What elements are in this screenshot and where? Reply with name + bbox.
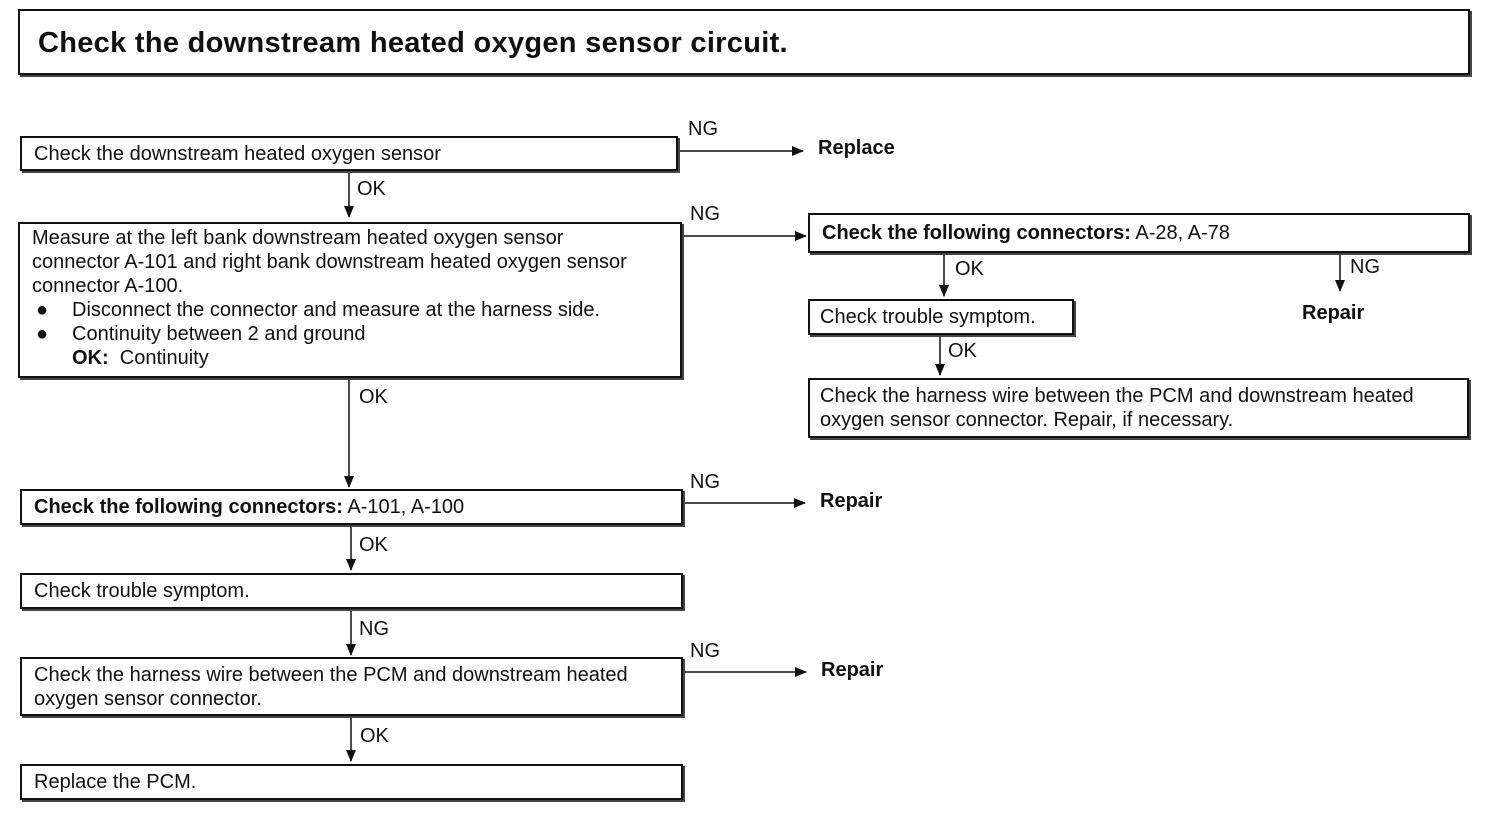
- right-harness-line-1: Check the harness wire between the PCM a…: [820, 385, 1414, 407]
- ng-label: NG: [359, 618, 389, 640]
- title-box: Check the downstream heated oxygen senso…: [18, 9, 1470, 75]
- right-trouble-symptom: Check trouble symptom.: [808, 299, 1074, 335]
- result-repair: Repair: [1302, 302, 1365, 324]
- step-check-sensor: Check the downstream heated oxygen senso…: [20, 136, 678, 171]
- bullet-item: ●Continuity between 2 and ground: [36, 323, 366, 345]
- harness-line-1: Check the harness wire between the PCM a…: [34, 664, 628, 686]
- page-title: Check the downstream heated oxygen senso…: [38, 27, 788, 59]
- right-trouble-symptom-text: Check trouble symptom.: [820, 306, 1036, 328]
- result-repair: Repair: [821, 659, 884, 681]
- ng-label: NG: [690, 471, 720, 493]
- step-check-sensor-text: Check the downstream heated oxygen senso…: [34, 143, 441, 165]
- ok-label: OK: [955, 258, 984, 280]
- ok-criterion: OK: Continuity: [72, 347, 209, 369]
- ng-label: NG: [690, 640, 720, 662]
- ok-label: OK: [357, 178, 386, 200]
- measure-line-2: connector A-101 and right bank downstrea…: [32, 251, 627, 273]
- result-replace: Replace: [818, 137, 895, 159]
- step-replace-pcm-text: Replace the PCM.: [34, 771, 197, 793]
- right-check-harness: Check the harness wire between the PCM a…: [808, 378, 1469, 438]
- measure-line-1: Measure at the left bank downstream heat…: [32, 227, 564, 249]
- right-check-connectors: Check the following connectors: A-28, A-…: [808, 213, 1470, 253]
- ng-label: NG: [688, 118, 718, 140]
- ok-label: OK: [359, 386, 388, 408]
- step-check-connectors-text: Check the following connectors: A-101, A…: [34, 496, 465, 518]
- step-check-connectors: Check the following connectors: A-101, A…: [20, 489, 683, 525]
- ok-label: OK: [359, 534, 388, 556]
- step-trouble-symptom: Check trouble symptom.: [20, 573, 683, 609]
- bullet-item: ●Disconnect the connector and measure at…: [36, 299, 601, 321]
- ok-label: OK: [360, 725, 389, 747]
- ng-label: NG: [690, 203, 720, 225]
- ng-label: NG: [1350, 256, 1380, 278]
- ok-label: OK: [948, 340, 977, 362]
- right-check-connectors-text: Check the following connectors: A-28, A-…: [822, 222, 1230, 244]
- step-trouble-symptom-text: Check trouble symptom.: [34, 580, 250, 602]
- step-replace-pcm: Replace the PCM.: [20, 764, 683, 800]
- harness-line-2: oxygen sensor connector.: [34, 688, 262, 710]
- result-repair: Repair: [820, 490, 883, 512]
- right-harness-line-2: oxygen sensor connector. Repair, if nece…: [820, 409, 1234, 431]
- step-measure-connector: Measure at the left bank downstream heat…: [18, 222, 682, 378]
- step-check-harness: Check the harness wire between the PCM a…: [20, 657, 683, 716]
- measure-line-3: connector A-100.: [32, 275, 184, 297]
